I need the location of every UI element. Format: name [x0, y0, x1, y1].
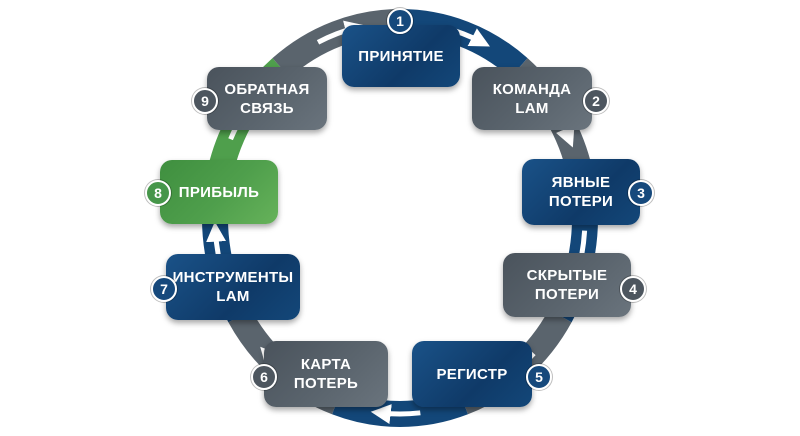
step-label-2: КОМАНДА LAM [492, 80, 572, 117]
step-node-2: КОМАНДА LAM [472, 67, 592, 130]
step-label-5: РЕГИСТР [436, 365, 508, 383]
step-label-1: ПРИНЯТИЕ [358, 47, 444, 65]
step-badge-8: 8 [145, 180, 171, 206]
step-node-1: ПРИНЯТИЕ [342, 25, 460, 87]
step-badge-5: 5 [526, 364, 552, 390]
step-badge-9: 9 [192, 88, 218, 114]
step-badge-4: 4 [620, 276, 646, 302]
step-node-8: ПРИБЫЛЬ [160, 160, 278, 224]
step-node-3: ЯВНЫЕ ПОТЕРИ [522, 159, 640, 225]
step-badge-6: 6 [251, 364, 277, 390]
step-node-9: ОБРАТНАЯ СВЯЗЬ [207, 67, 327, 130]
step-label-8: ПРИБЫЛЬ [178, 183, 260, 201]
step-node-5: РЕГИСТР [412, 341, 532, 407]
flow-arrow [370, 404, 421, 425]
step-node-6: КАРТА ПОТЕРЬ [264, 341, 388, 407]
step-label-9: ОБРАТНАЯ СВЯЗЬ [224, 80, 310, 117]
step-badge-3: 3 [628, 180, 654, 206]
step-node-7: ИНСТРУМЕНТЫ LAM [166, 254, 300, 320]
step-label-6: КАРТА ПОТЕРЬ [293, 356, 359, 392]
step-badge-1: 1 [387, 8, 413, 34]
step-badge-7: 7 [151, 276, 177, 302]
step-label-3: ЯВНЫЕ ПОТЕРИ [548, 174, 614, 210]
step-label-4: СКРЫТЫЕ ПОТЕРИ [526, 267, 608, 303]
step-label-7: ИНСТРУМЕНТЫ LAM [172, 269, 294, 305]
step-node-4: СКРЫТЫЕ ПОТЕРИ [503, 253, 631, 317]
step-badge-2: 2 [583, 88, 609, 114]
